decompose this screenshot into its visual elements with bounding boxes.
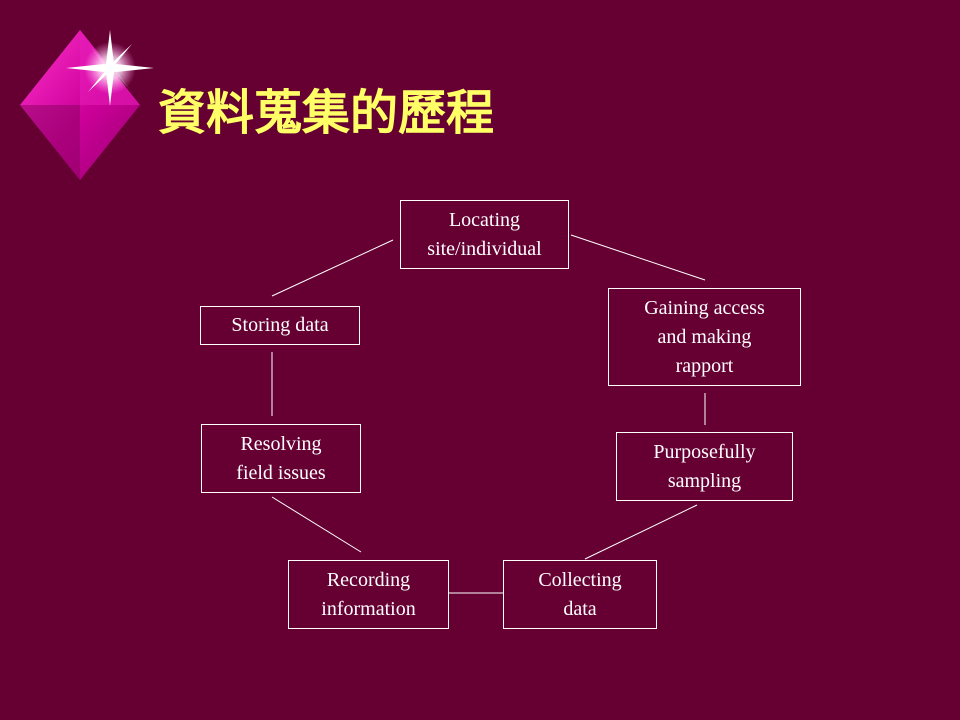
node-collecting-data: Collecting data — [503, 560, 657, 629]
connector-locating-gaining — [570, 234, 706, 281]
diamond-star-icon — [20, 30, 154, 180]
connector-storing-locating — [271, 239, 394, 297]
node-recording-info: Recording information — [288, 560, 449, 629]
connector-recording-resolving — [271, 496, 362, 553]
slide-title: 資料蒐集的歷程 — [158, 85, 495, 141]
node-storing-data: Storing data — [200, 306, 360, 345]
node-purposeful-sampling: Purposefully sampling — [616, 432, 793, 501]
node-gaining-access: Gaining access and making rapport — [608, 288, 801, 386]
node-locating-site: Locating site/individual — [400, 200, 569, 269]
connector-sampling-collecting — [584, 504, 698, 560]
node-resolving-issues: Resolving field issues — [201, 424, 361, 493]
